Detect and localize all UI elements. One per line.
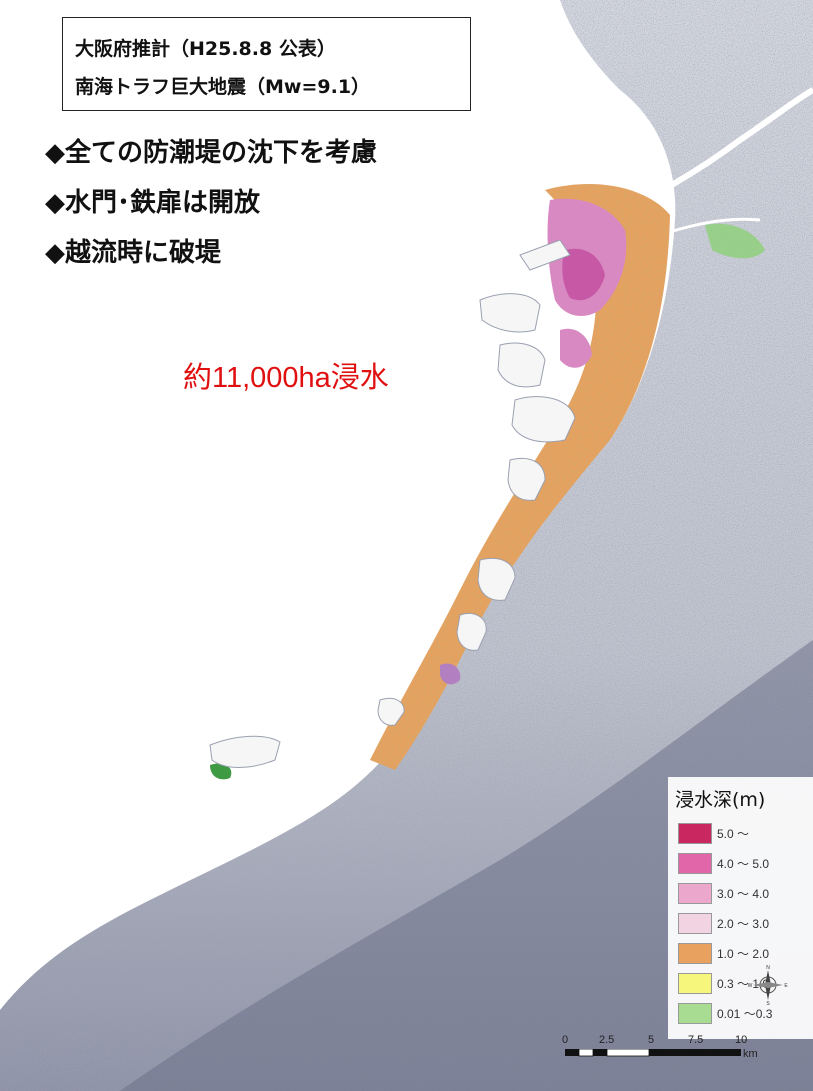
legend-swatch bbox=[678, 852, 712, 874]
legend-swatch bbox=[678, 1002, 712, 1024]
legend-label: 4.0 ～ 5.0 bbox=[717, 856, 770, 871]
legend-item: 0.3 ～ 1.0 bbox=[678, 972, 769, 994]
legend-label: 2.0 ～ 3.0 bbox=[717, 916, 770, 931]
title-line2: 南海トラフ巨大地震（Mw=9.1） bbox=[75, 76, 371, 98]
legend-label: 3.0 ～ 4.0 bbox=[717, 886, 770, 901]
legend-label: 0.01 ～0.3 bbox=[717, 1006, 773, 1021]
legend-swatch bbox=[678, 822, 712, 844]
condition-seawall-subsidence: ◆全ての防潮堤の沈下を考慮 bbox=[45, 138, 377, 168]
legend-item: 0.01 ～0.3 bbox=[678, 1002, 772, 1024]
title-line1: 大阪府推計（H25.8.8 公表） bbox=[75, 38, 336, 60]
scale-tick: 2.5 bbox=[599, 1034, 615, 1046]
legend-label: 0.3 ～ 1.0 bbox=[717, 976, 770, 991]
legend-item: 4.0 ～ 5.0 bbox=[678, 852, 769, 874]
flood-zone bbox=[210, 184, 765, 780]
scale-tick: 5 bbox=[648, 1034, 655, 1046]
legend-swatch bbox=[678, 882, 712, 904]
scale-bar: 0 2.5 5 7.5 10 km bbox=[555, 1034, 800, 1089]
scale-tick: 10 bbox=[735, 1034, 748, 1046]
legend-swatch bbox=[678, 942, 712, 964]
condition-gates-open: ◆水門･鉄扉は開放 bbox=[45, 188, 260, 218]
compass-e: E bbox=[784, 983, 788, 989]
legend-item: 5.0 ～ bbox=[678, 822, 749, 844]
compass-w: W bbox=[748, 983, 753, 989]
flood-area-label: 約11,000ha浸水 bbox=[183, 362, 389, 394]
conditions-list: ◆全ての防潮堤の沈下を考慮 ◆水門･鉄扉は開放 ◆越流時に破堤 bbox=[45, 128, 377, 278]
legend-item: 3.0 ～ 4.0 bbox=[678, 882, 769, 904]
port-islands bbox=[209, 239, 576, 768]
compass-rose-icon: N S W E bbox=[748, 965, 789, 1006]
compass-n: N bbox=[766, 965, 770, 971]
legend-label: 1.0 ～ 2.0 bbox=[717, 946, 770, 961]
legend-swatch bbox=[678, 972, 712, 994]
compass-s: S bbox=[766, 1001, 770, 1006]
legend-item: 1.0 ～ 2.0 bbox=[678, 942, 769, 964]
legend-title: 浸水深(m) bbox=[675, 789, 766, 811]
scale-bar-graphic bbox=[565, 1049, 741, 1057]
scale-tick: 7.5 bbox=[688, 1034, 704, 1046]
title-box: 大阪府推計（H25.8.8 公表） 南海トラフ巨大地震（Mw=9.1） bbox=[62, 17, 471, 111]
legend-item: 2.0 ～ 3.0 bbox=[678, 912, 769, 934]
depth-legend: 浸水深(m) 5.0 ～ 4.0 ～ 5.0 3.0 ～ 4.0 2.0 ～ 3… bbox=[668, 777, 813, 1039]
legend-label: 5.0 ～ bbox=[717, 826, 750, 841]
condition-levee-breach: ◆越流時に破堤 bbox=[45, 238, 221, 268]
legend-swatch bbox=[678, 912, 712, 934]
scale-unit: km bbox=[743, 1048, 758, 1060]
scale-tick: 0 bbox=[562, 1034, 569, 1046]
